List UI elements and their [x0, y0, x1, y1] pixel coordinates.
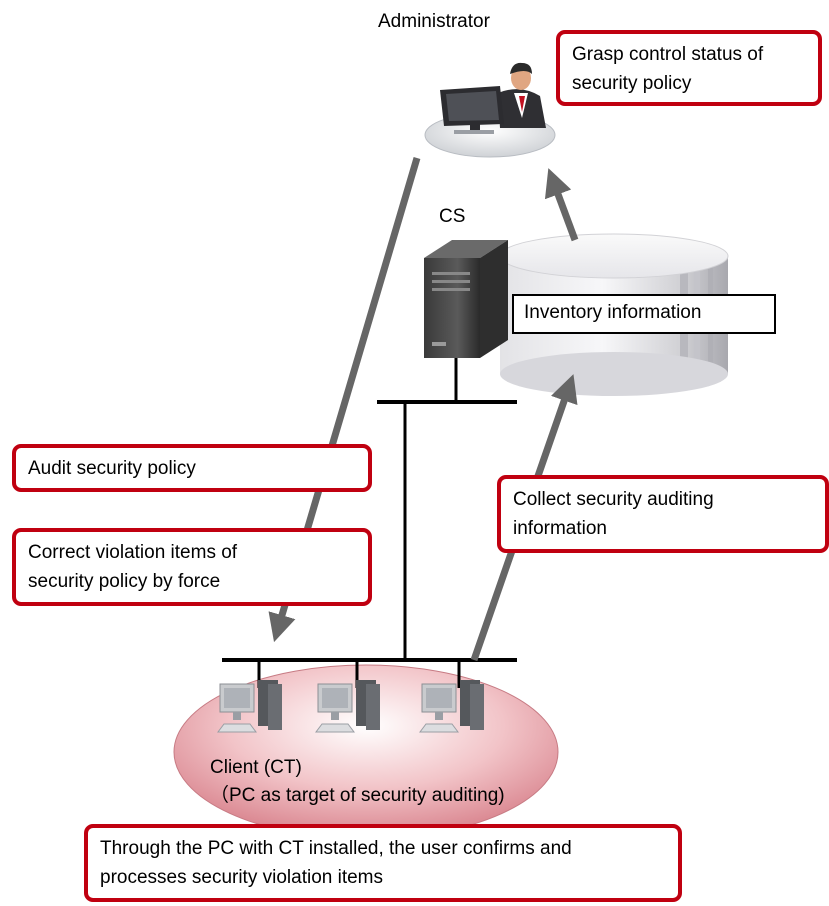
callout-correct-violation-items: Correct violation items of security poli…	[12, 528, 372, 606]
cs-label: CS	[439, 206, 466, 227]
administrator-label: Administrator	[378, 11, 490, 32]
callout-collect-auditing-information: Collect security auditing information	[497, 475, 829, 553]
arrow-server-to-admin	[544, 168, 579, 242]
callout-audit-security-policy: Audit security policy	[12, 444, 372, 492]
callout-user-processes-violations: Through the PC with CT installed, the us…	[84, 824, 682, 902]
administrator-icon	[424, 62, 556, 158]
inventory-information-label: Inventory information	[512, 294, 776, 334]
client-pc-icon	[315, 680, 380, 733]
server-icon	[424, 240, 508, 358]
client-pc-icon	[217, 680, 282, 733]
callout-grasp-control-status: Grasp control status of security policy	[556, 30, 822, 106]
client-label: Client (CT) （PC as target of security au…	[210, 757, 505, 806]
client-pc-icon	[419, 680, 484, 733]
